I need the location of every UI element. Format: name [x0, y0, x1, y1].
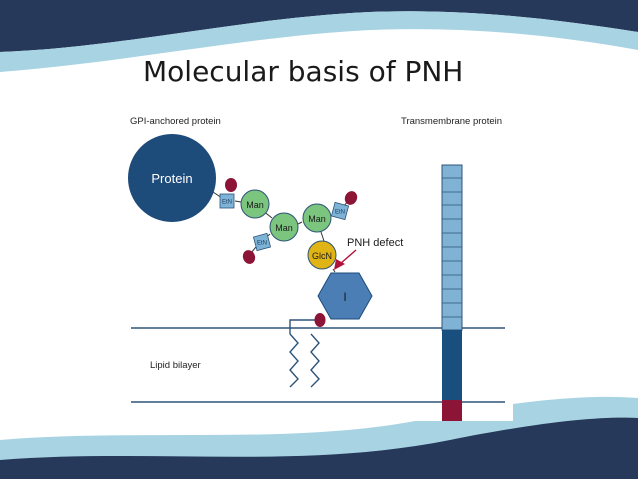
- lipid-tail-right: [310, 333, 320, 388]
- etn-node-3: EtN: [330, 191, 358, 221]
- header-decoration: [0, 0, 638, 73]
- mannose-node-2: Man: [269, 212, 299, 242]
- pnh-defect-arrowhead: [334, 259, 345, 270]
- etn-label-3: EtN: [335, 210, 345, 216]
- lipid-tail-left: [289, 333, 299, 388]
- phosphate-icon-4: [314, 313, 326, 327]
- header-navy-band: [0, 0, 638, 52]
- inositol-node: I: [317, 272, 373, 320]
- phosphate-icon-2: [242, 250, 256, 264]
- phosphate-icon-1: [225, 178, 237, 192]
- lipid-bilayer-label: Lipid bilayer: [150, 360, 201, 371]
- gpi-anchored-label: GPI-anchored protein: [130, 116, 221, 127]
- transmembrane-label: Transmembrane protein: [401, 116, 502, 127]
- slide-title: Molecular basis of PNH: [143, 55, 464, 88]
- mannose-node-1: Man: [240, 189, 270, 219]
- transmembrane-extracellular-segment: [441, 164, 463, 331]
- transmembrane-protein: [441, 164, 463, 421]
- footer-navy-band: [0, 417, 638, 479]
- glcn-node: GlcN: [307, 240, 337, 270]
- mannose-node-3: Man: [302, 203, 332, 233]
- etn-label-2: EtN: [257, 241, 267, 247]
- mannose-label-1: Man: [246, 200, 264, 210]
- protein-node: Protein: [128, 134, 216, 222]
- lipid-head-bracket: [289, 319, 318, 334]
- pnh-defect-label: PNH defect: [347, 237, 403, 249]
- etn-node-1: EtN: [219, 178, 237, 209]
- pnh-defect-arrow-line: [339, 249, 357, 265]
- mannose-label-2: Man: [275, 223, 293, 233]
- phosphate-icon-3: [344, 191, 358, 205]
- transmembrane-cytoplasmic-segment: [442, 400, 462, 421]
- lipid-tails: [289, 319, 320, 388]
- mannose-label-3: Man: [308, 214, 326, 224]
- protein-label: Protein: [151, 171, 192, 186]
- inositol-label: I: [343, 290, 346, 304]
- transmembrane-membrane-segment: [442, 330, 462, 400]
- header-light-wave: [0, 11, 638, 73]
- glcn-label: GlcN: [312, 251, 332, 261]
- etn-node-2: EtN: [242, 232, 272, 264]
- pnh-defect-annotation: PNH defect: [334, 237, 403, 270]
- etn-label-1: EtN: [222, 200, 232, 206]
